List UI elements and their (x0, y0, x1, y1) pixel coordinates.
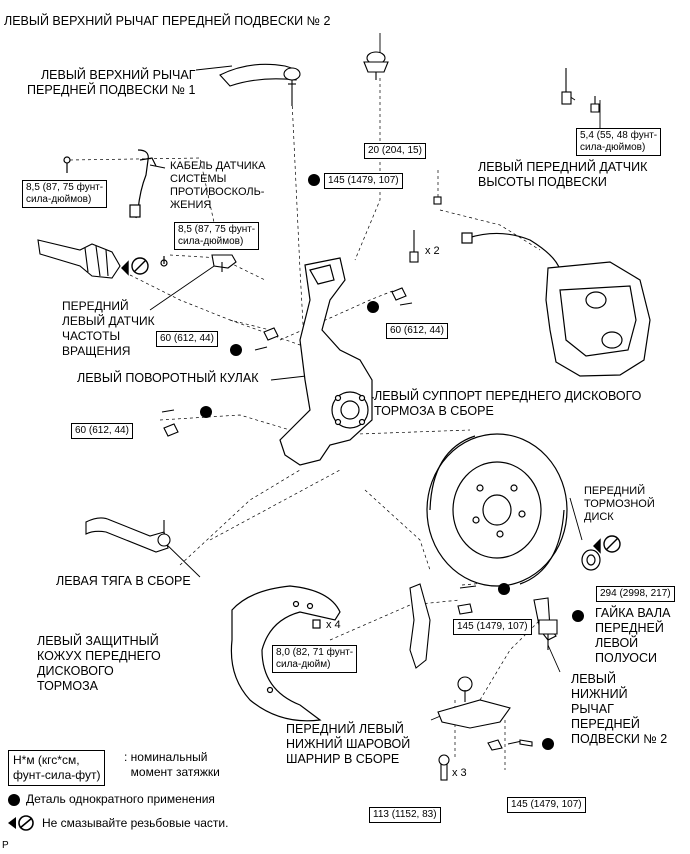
dust-cover-label: ЛЕВЫЙ ЗАЩИТНЫЙ КОЖУХ ПЕРЕДНЕГО ДИСКОВОГО… (37, 634, 161, 693)
page-mark: P (2, 840, 9, 851)
height-sensor-label: ЛЕВЫЙ ПЕРЕДНИЙ ДАТЧИК ВЫСОТЫ ПОДВЕСКИ (478, 160, 648, 189)
speed-sensor-label: ПЕРЕДНИЙ ЛЕВЫЙ ДАТЧИК ЧАСТОТЫ ВРАЩЕНИЯ (62, 299, 155, 358)
torque-8-5-b: 8,5 (87, 75 фунт- сила-дюймов) (174, 222, 260, 250)
brake-disc-label: ПЕРЕДНИЙ ТОРМОЗНОЙ ДИСК (584, 485, 655, 523)
caliper-label: ЛЕВЫЙ СУППОРТ ПЕРЕДНЕГО ДИСКОВОГО ТОРМОЗ… (374, 389, 642, 418)
torque-60-c: 60 (612, 44) (71, 423, 133, 439)
non-reusable-dot (498, 583, 510, 595)
qty-x2: x 2 (425, 245, 440, 257)
tie-rod-label: ЛЕВАЯ ТЯГА В СБОРЕ (56, 574, 191, 588)
torque-8-0: 8,0 (82, 71 фунт- сила-дюйм) (272, 645, 358, 673)
qty-x4: x 4 (326, 619, 341, 631)
torque-60-b: 60 (612, 44) (156, 331, 218, 347)
torque-145-mid: 145 (1479, 107) (453, 619, 532, 635)
non-reusable-dot (308, 174, 320, 186)
torque-60-a: 60 (612, 44) (386, 323, 448, 339)
torque-113: 113 (1152, 83) (369, 807, 441, 823)
upper-arm-no1-label: ЛЕВЫЙ ВЕРХНИЙ РЫЧАГ ПЕРЕДНЕЙ ПОДВЕСКИ № … (27, 68, 196, 97)
legend-unit-text: : номинальный момент затяжки (124, 750, 220, 779)
non-reusable-dot (542, 738, 554, 750)
torque-8-5-a: 8,5 (87, 75 фунт- сила-дюймов) (22, 180, 108, 208)
axle-nut-label: ГАЙКА ВАЛА ПЕРЕДНЕЙ ЛЕВОЙ ПОЛУОСИ (595, 606, 671, 665)
non-reusable-dot (200, 406, 212, 418)
legend-no-grease-text: Не смазывайте резьбовые части. (42, 816, 229, 830)
upper-arm-no2-label: ЛЕВЫЙ ВЕРХНИЙ РЫЧАГ ПЕРЕДНЕЙ ПОДВЕСКИ № … (4, 14, 331, 28)
torque-5-4: 5,4 (55, 48 фунт- сила-дюймов) (576, 128, 662, 156)
non-reusable-dot (230, 344, 242, 356)
qty-x3: x 3 (452, 767, 467, 779)
torque-294: 294 (2998, 217) (596, 586, 675, 602)
no-grease-icon (8, 815, 34, 831)
torque-20: 20 (204, 15) (364, 143, 426, 159)
legend-unit-box: Н*м (кгс*см, фунт-сила-фут) (8, 750, 106, 786)
knuckle-label: ЛЕВЫЙ ПОВОРОТНЫЙ КУЛАК (77, 371, 259, 385)
abs-cable-label: КАБЕЛЬ ДАТЧИКА СИСТЕМЫ ПРОТИВОСКОЛЬ- ЖЕН… (170, 160, 266, 211)
ball-joint-label: ПЕРЕДНИЙ ЛЕВЫЙ НИЖНИЙ ШАРОВОЙ ШАРНИР В С… (286, 722, 411, 766)
lower-arm-no2-label: ЛЕВЫЙ НИЖНИЙ РЫЧАГ ПЕРЕДНЕЙ ПОДВЕСКИ № 2 (571, 672, 668, 746)
legend-non-reusable-text: Деталь однократного применения (26, 792, 215, 806)
torque-145-bot: 145 (1479, 107) (507, 797, 586, 813)
non-reusable-dot (572, 610, 584, 622)
torque-145-top: 145 (1479, 107) (324, 173, 403, 189)
non-reusable-dot (367, 301, 379, 313)
legend-non-reusable-dot (8, 794, 20, 806)
